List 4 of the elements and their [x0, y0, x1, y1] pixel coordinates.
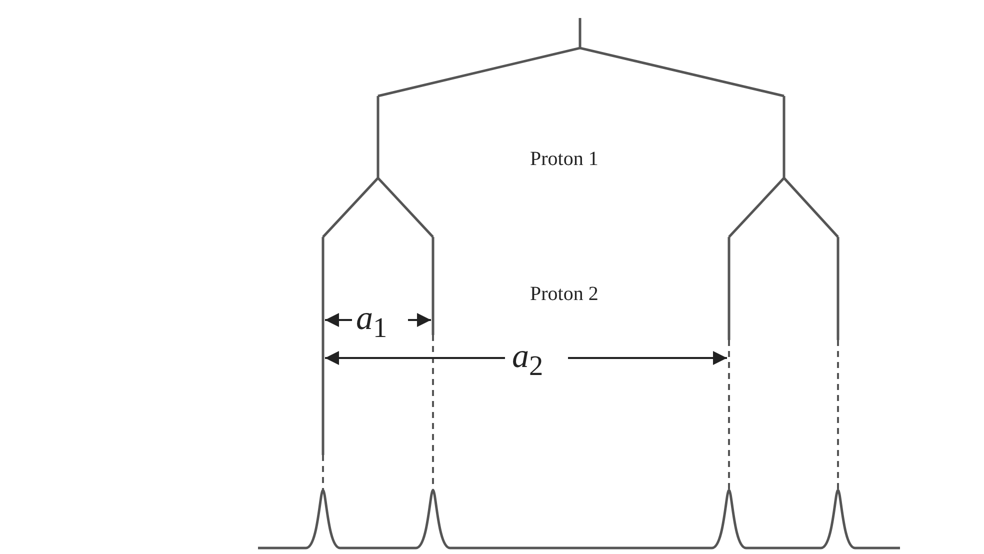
coupling-constant-label: a$_{2}$ — [512, 338, 544, 382]
proton-label: Proton 1 — [530, 148, 598, 170]
coupling-constant-label: a$_{1}$ — [356, 300, 388, 344]
proton-label: Proton 2 — [530, 283, 598, 305]
